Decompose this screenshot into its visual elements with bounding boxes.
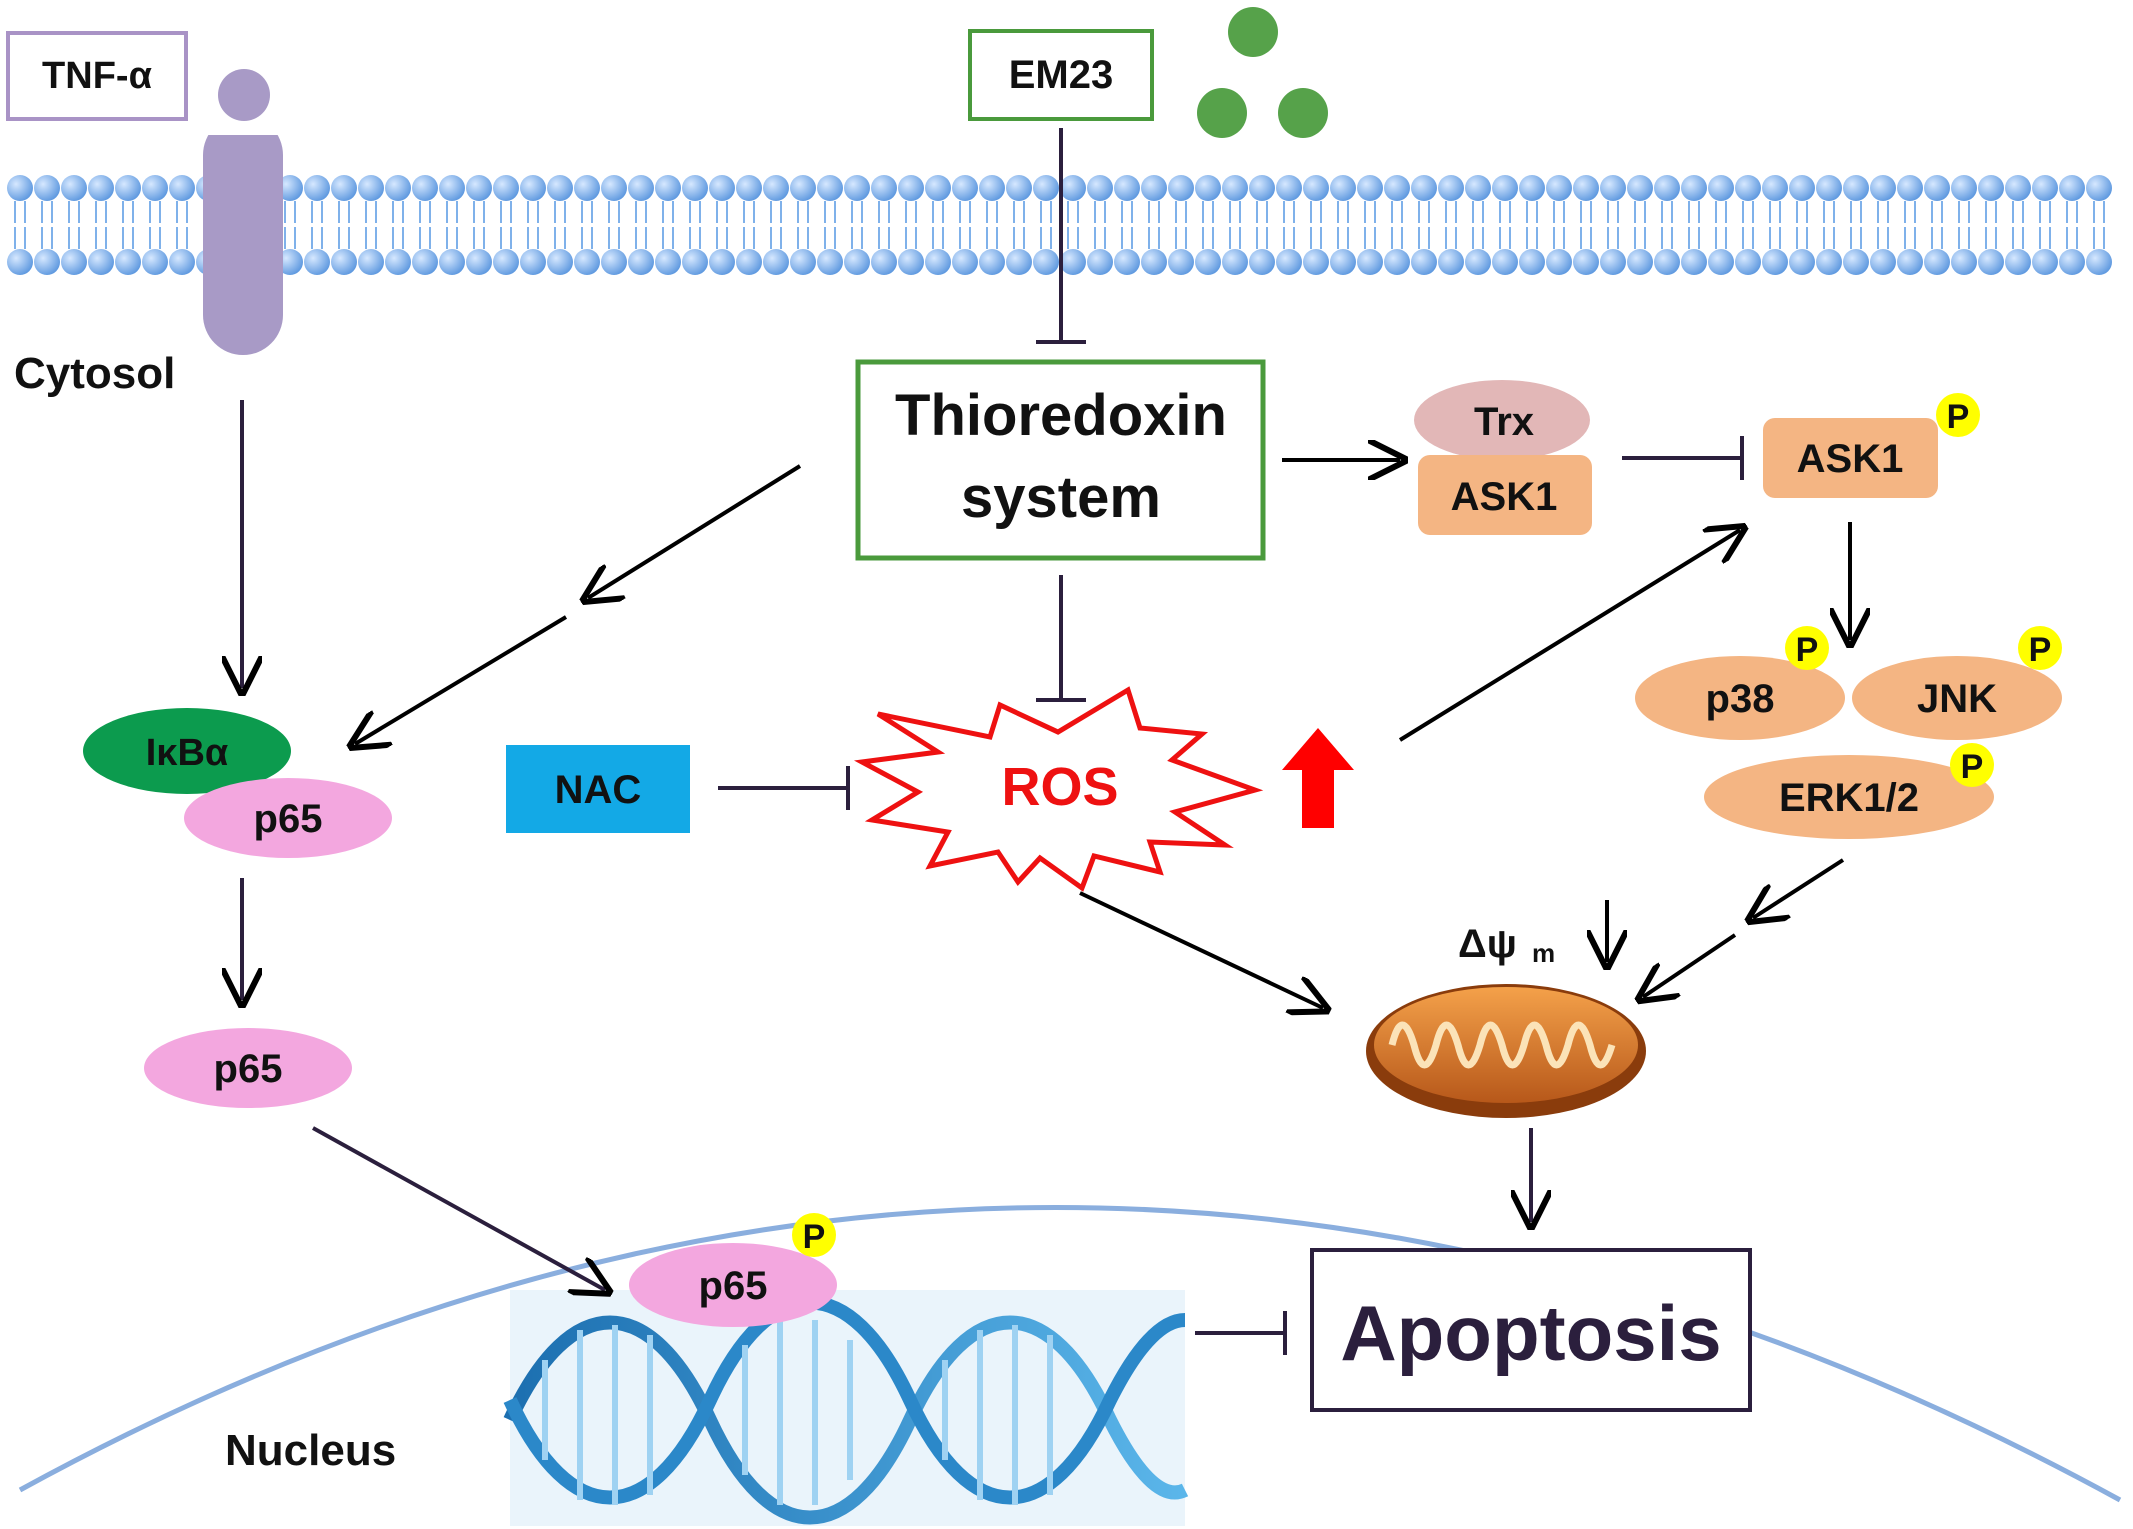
tnf-alpha-label: TNF-α [42,55,152,97]
up-arrow-icon [1282,728,1354,828]
trx-ask1-complex: Trx ASK1 [1414,380,1592,535]
p65-free-node: p65 [144,1028,352,1108]
p38-phospho-label: P [1796,631,1819,669]
em23-box: EM23 [968,29,1154,121]
trx-label: Trx [1474,400,1534,444]
nac-label: NAC [555,768,642,812]
p65-complex-label: p65 [254,797,323,841]
arrow-thioredoxin-to-nfkb-a [588,464,802,598]
p65-nuclear-node: p65 P [629,1213,837,1327]
ask1-node: ASK1 P [1763,393,1980,498]
nucleus-envelope-icon [18,1205,2122,1503]
ask1-phospho-label: P [1947,398,1970,436]
p65-free-label: p65 [214,1047,283,1091]
ikba-label: IκBα [146,732,229,774]
dna-helix-icon [503,1290,1189,1526]
jnk-label: JNK [1917,677,1997,721]
p38-node: p38 P [1635,626,1845,740]
ros-burst-icon: ROS [853,686,1264,892]
tnf-alpha-box: TNF-α [6,31,188,121]
ask1-label: ASK1 [1797,437,1904,481]
erk-phospho-label: P [1961,748,1984,786]
ikba-p65-complex: IκBα p65 [83,708,392,858]
receptor-icon [203,69,283,355]
thioredoxin-system-box: Thioredoxin system [855,359,1266,561]
thioredoxin-label-line2: system [961,465,1161,530]
arrow-thioredoxin-to-nfkb-b [355,615,568,744]
apoptosis-label: Apoptosis [1340,1289,1721,1377]
cytosol-label: Cytosol [14,349,175,398]
arrow-ros-to-mito [1079,891,1323,1008]
jnk-phospho-label: P [2029,631,2052,669]
erk-node: ERK1/2 P [1704,743,1994,839]
ask1-complex-label: ASK1 [1451,475,1558,519]
em23-label: EM23 [1009,53,1114,97]
membrane-icon [7,175,2112,275]
delta-psi-label: Δψ [1458,922,1517,966]
em23-dots-icon [1197,7,1328,138]
arrow-p65-to-nucleus [312,1126,605,1290]
thioredoxin-label-line1: Thioredoxin [895,383,1227,448]
arrow-mapk-to-mito-a [1753,858,1845,918]
nac-box: NAC [506,745,690,833]
p65-phospho-label: P [803,1218,826,1256]
p38-label: p38 [1706,677,1775,721]
apoptosis-box: Apoptosis [1310,1248,1752,1412]
delta-psi-subscript: m [1532,938,1555,968]
arrow-ros-to-ask1 [1398,530,1740,742]
p65-nuclear-label: p65 [699,1264,768,1308]
erk-label: ERK1/2 [1779,776,1919,820]
mitochondrion-icon: Δψ m [1366,922,1646,1118]
arrow-mapk-to-mito-b [1643,933,1737,997]
jnk-node: JNK P [1852,626,2062,740]
ros-label: ROS [1001,757,1118,817]
nucleus-label: Nucleus [225,1426,396,1475]
